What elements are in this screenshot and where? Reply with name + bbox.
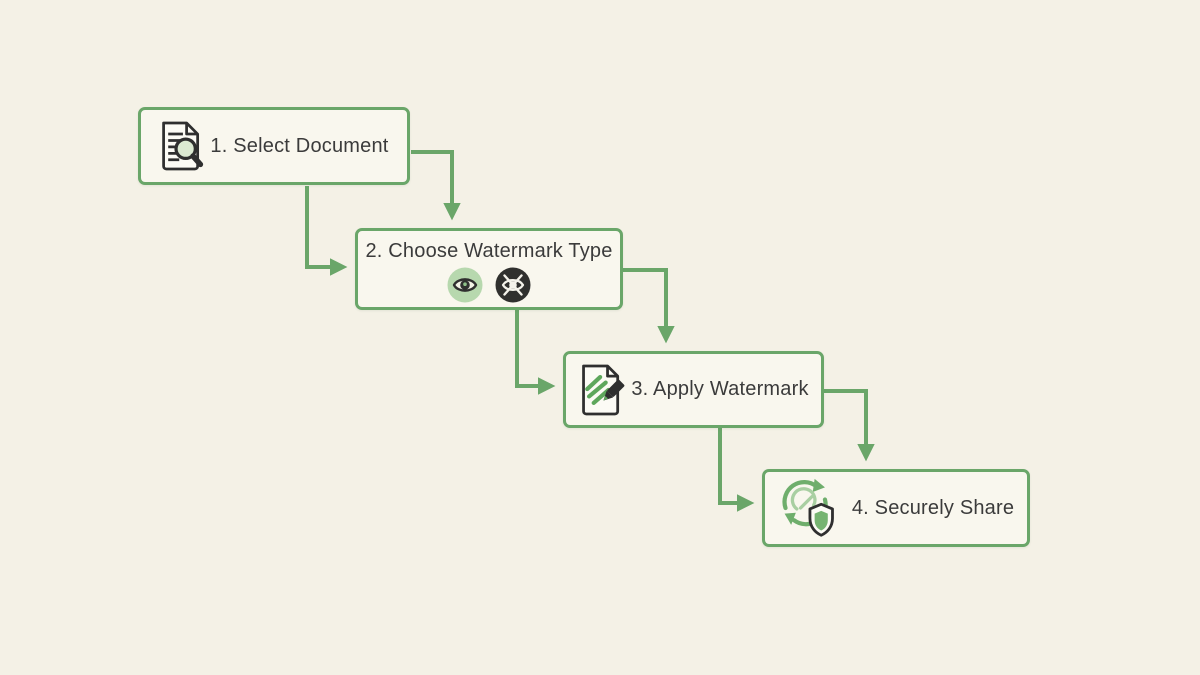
step-label-1: 1. Select Document (210, 134, 389, 157)
step-label-4: 4. Securely Share (851, 496, 1015, 519)
watermark-type-options (447, 267, 531, 303)
connector-1-right-to-2-top (411, 150, 461, 221)
step-label-2: 2. Choose Watermark Type (365, 239, 613, 262)
secure-share-shield-icon (782, 478, 834, 537)
connector-2-right-to-3-top (623, 268, 675, 344)
step-box-choose-watermark-type: 2. Choose Watermark Type (355, 228, 623, 310)
connector-1-bottom-to-2-left (305, 186, 348, 276)
document-search-icon (162, 121, 204, 171)
invisible-watermark-eye-off-icon (495, 267, 531, 302)
step-box-securely-share: 4. Securely Share (762, 469, 1030, 547)
step-box-select-document: 1. Select Document (138, 107, 410, 185)
connector-3-bottom-to-4-left (718, 428, 755, 512)
step-box-apply-watermark: 3. Apply Watermark (563, 351, 824, 428)
document-pen-icon (582, 364, 625, 415)
visible-watermark-eye-icon (447, 267, 483, 302)
connector-3-right-to-4-top (824, 389, 875, 462)
step-label-3: 3. Apply Watermark (631, 378, 809, 400)
connector-2-bottom-to-3-left (515, 310, 556, 395)
